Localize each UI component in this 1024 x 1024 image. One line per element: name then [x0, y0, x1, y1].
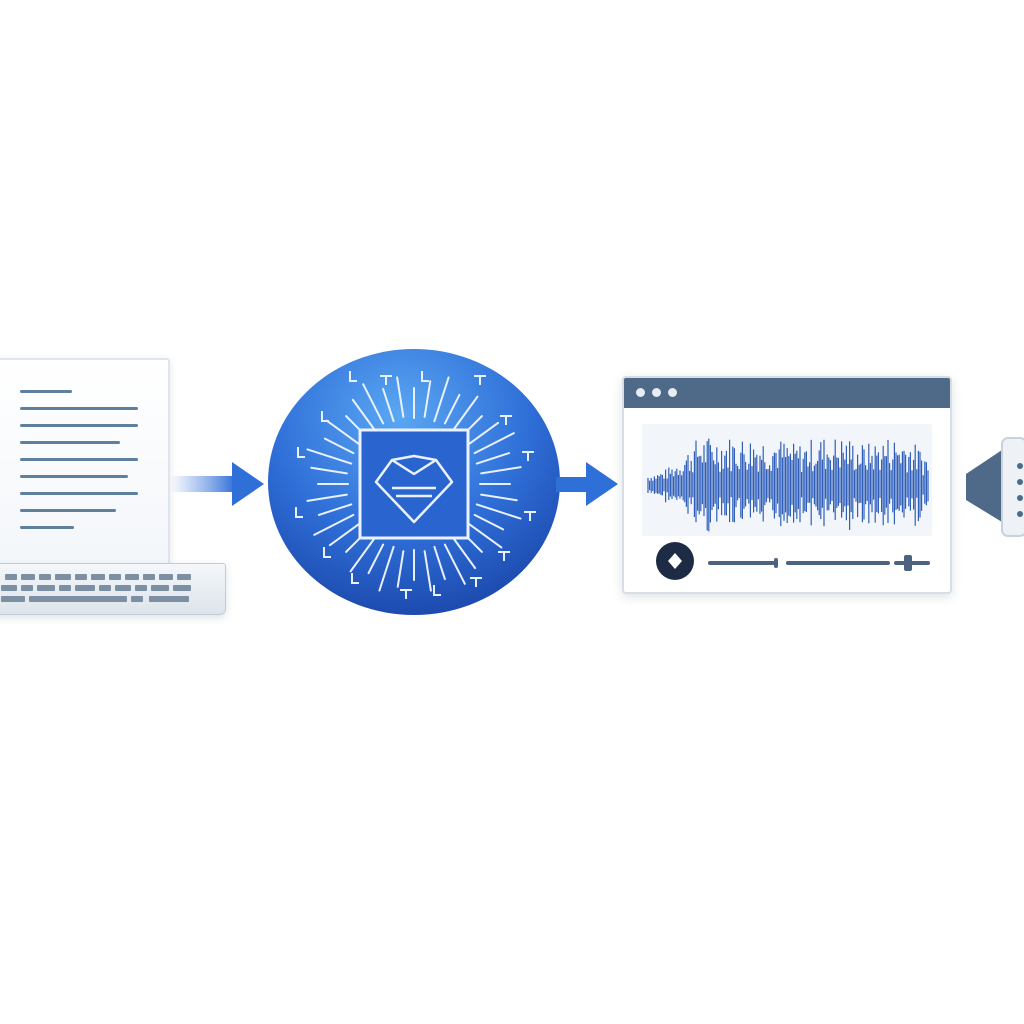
gem-icon: [374, 454, 454, 524]
arrow-processor-to-player: [556, 462, 618, 506]
window-titlebar: [624, 378, 950, 408]
laptop-keyboard-icon: [0, 563, 226, 615]
speaker-icon: [966, 437, 1024, 537]
waveform-icon: [647, 438, 929, 532]
window-dot-icon[interactable]: [668, 388, 677, 397]
progress-track[interactable]: [708, 555, 930, 571]
processor-chip-icon: [268, 349, 560, 615]
play-button[interactable]: [656, 542, 694, 580]
play-icon: [668, 553, 682, 569]
window-dot-icon[interactable]: [652, 388, 661, 397]
waveform-panel: [642, 424, 932, 536]
window-dot-icon[interactable]: [636, 388, 645, 397]
arrow-document-to-processor: [170, 462, 264, 506]
document-icon: [0, 358, 170, 570]
volume-handle[interactable]: [904, 555, 912, 571]
audio-player-window: [622, 376, 952, 594]
